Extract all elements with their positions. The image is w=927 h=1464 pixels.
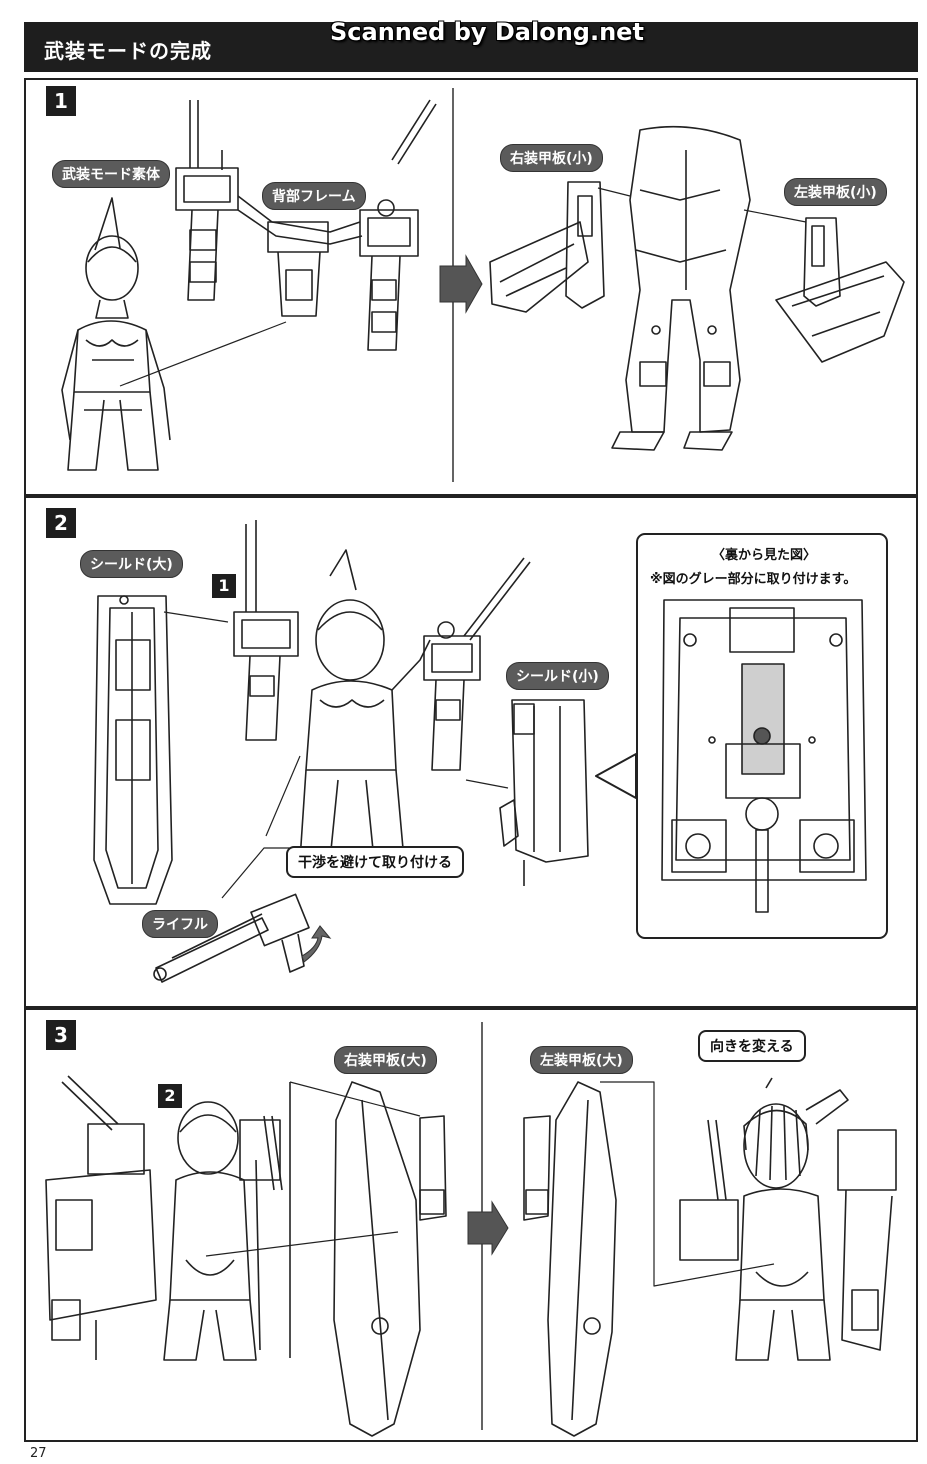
step-number-1: 1 [46, 86, 76, 116]
rotate-arrow-icon [301, 925, 332, 963]
rifle-illustration [153, 893, 310, 983]
step-number-3: 3 [46, 1020, 76, 1050]
label-body: 武装モード素体 [52, 160, 170, 188]
right-arrow-icon [439, 254, 483, 314]
step-ref-2: 2 [158, 1084, 182, 1108]
inset-back-view-illustration [661, 599, 867, 913]
inset-title: 〈裏から見た図〉 [712, 548, 817, 563]
step3-left-assembly-illustration [45, 1075, 283, 1361]
left-armor-plate-small-illustration [775, 217, 905, 363]
inset-back-view-frame [636, 533, 888, 939]
inset-note: ※図のグレー部分に取り付けます。 [650, 572, 857, 587]
page-number: 27 [30, 1446, 47, 1461]
label-rifle: ライフル [142, 910, 218, 938]
right-arrow-icon [467, 1200, 509, 1256]
legs-illustration [611, 125, 751, 451]
step-1-panel [24, 78, 918, 496]
step-ref-1: 1 [212, 574, 236, 598]
armed-figure-illustration [233, 520, 531, 861]
callout-change-direction: 向きを変える [698, 1030, 806, 1062]
scan-watermark: Scanned by Dalong.net [330, 18, 644, 46]
left-armor-plate-large-illustration [523, 1081, 617, 1437]
header-bar [24, 22, 918, 72]
back-frame-illustration [175, 99, 437, 351]
label-right-armor-large: 右装甲板(大) [334, 1046, 437, 1074]
label-left-armor-small: 左装甲板(小) [784, 178, 887, 206]
shield-small-illustration [499, 699, 589, 886]
step3-right-assembly-illustration [679, 1089, 897, 1361]
right-armor-plate-small-illustration [489, 181, 605, 313]
label-right-armor-small: 右装甲板(小) [500, 144, 603, 172]
callout-avoid-interference: 干渉を避けて取り付ける [286, 846, 464, 878]
label-shield-small: シールド(小) [506, 662, 609, 690]
page-title: 武装モードの完成 [44, 39, 212, 63]
right-armor-plate-large-illustration [333, 1081, 447, 1437]
shield-large-illustration [93, 595, 173, 905]
step-number-2: 2 [46, 508, 76, 538]
label-left-armor-large: 左装甲板(大) [530, 1046, 633, 1074]
label-back-frame: 背部フレーム [262, 182, 366, 210]
figure-body-illustration [61, 197, 171, 471]
label-shield-large: シールド(大) [80, 550, 183, 578]
